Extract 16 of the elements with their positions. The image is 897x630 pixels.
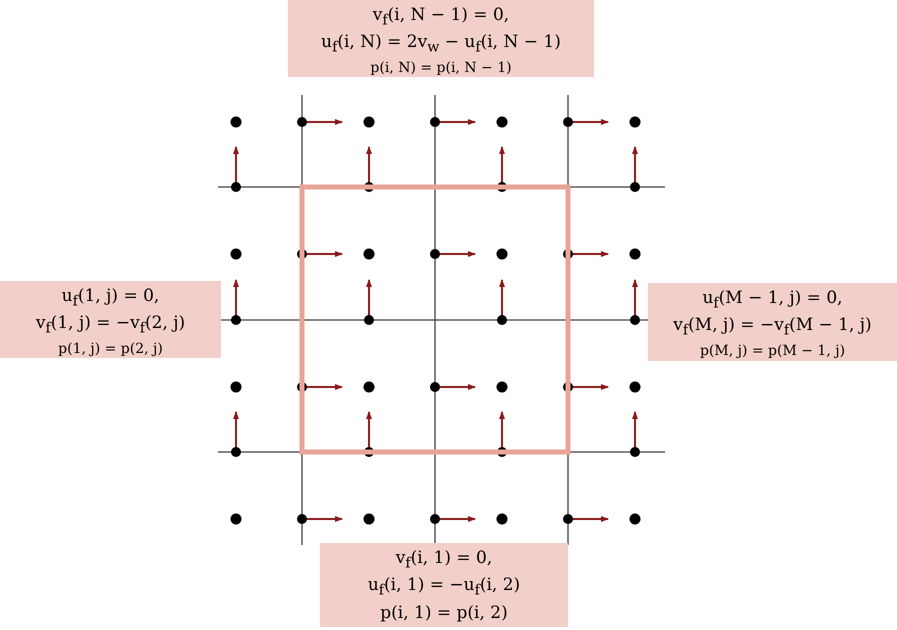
formula: v$_{f}$(i, N − 1) = 0, xyxy=(372,4,510,30)
formula: u$_{f}$(i, N) = 2v$_{w}$ − u$_{f}$(i, N − 1) xyxy=(320,31,562,58)
formula: u$_{f}$(M − 1, j) = 0, xyxy=(701,287,844,314)
formula: p(1, j) = p(2, j) xyxy=(57,340,164,358)
boundary-condition-box xyxy=(320,543,568,627)
formula: u$_{f}$(i, 1) = −u$_{f}$(i, 2) xyxy=(366,574,522,601)
boundary-condition-box xyxy=(288,0,594,77)
formula: v$_{f}$(1, j) = −v$_{f}$(2, j) xyxy=(34,312,186,339)
formula: p(i, N) = p(i, N − 1) xyxy=(369,58,513,77)
formula: u$_{f}$(1, j) = 0, xyxy=(60,285,160,312)
formula: p(M, j) = p(M − 1, j) xyxy=(698,342,846,360)
boundary-condition-box xyxy=(0,281,221,358)
formula: p(i, 1) = p(i, 2) xyxy=(379,602,509,624)
formula: v$_{f}$(M, j) = −v$_{f}$(M − 1, j) xyxy=(672,314,873,341)
formula: v$_{f}$(i, 1) = 0, xyxy=(394,547,494,574)
boundary-condition-box xyxy=(648,283,897,361)
